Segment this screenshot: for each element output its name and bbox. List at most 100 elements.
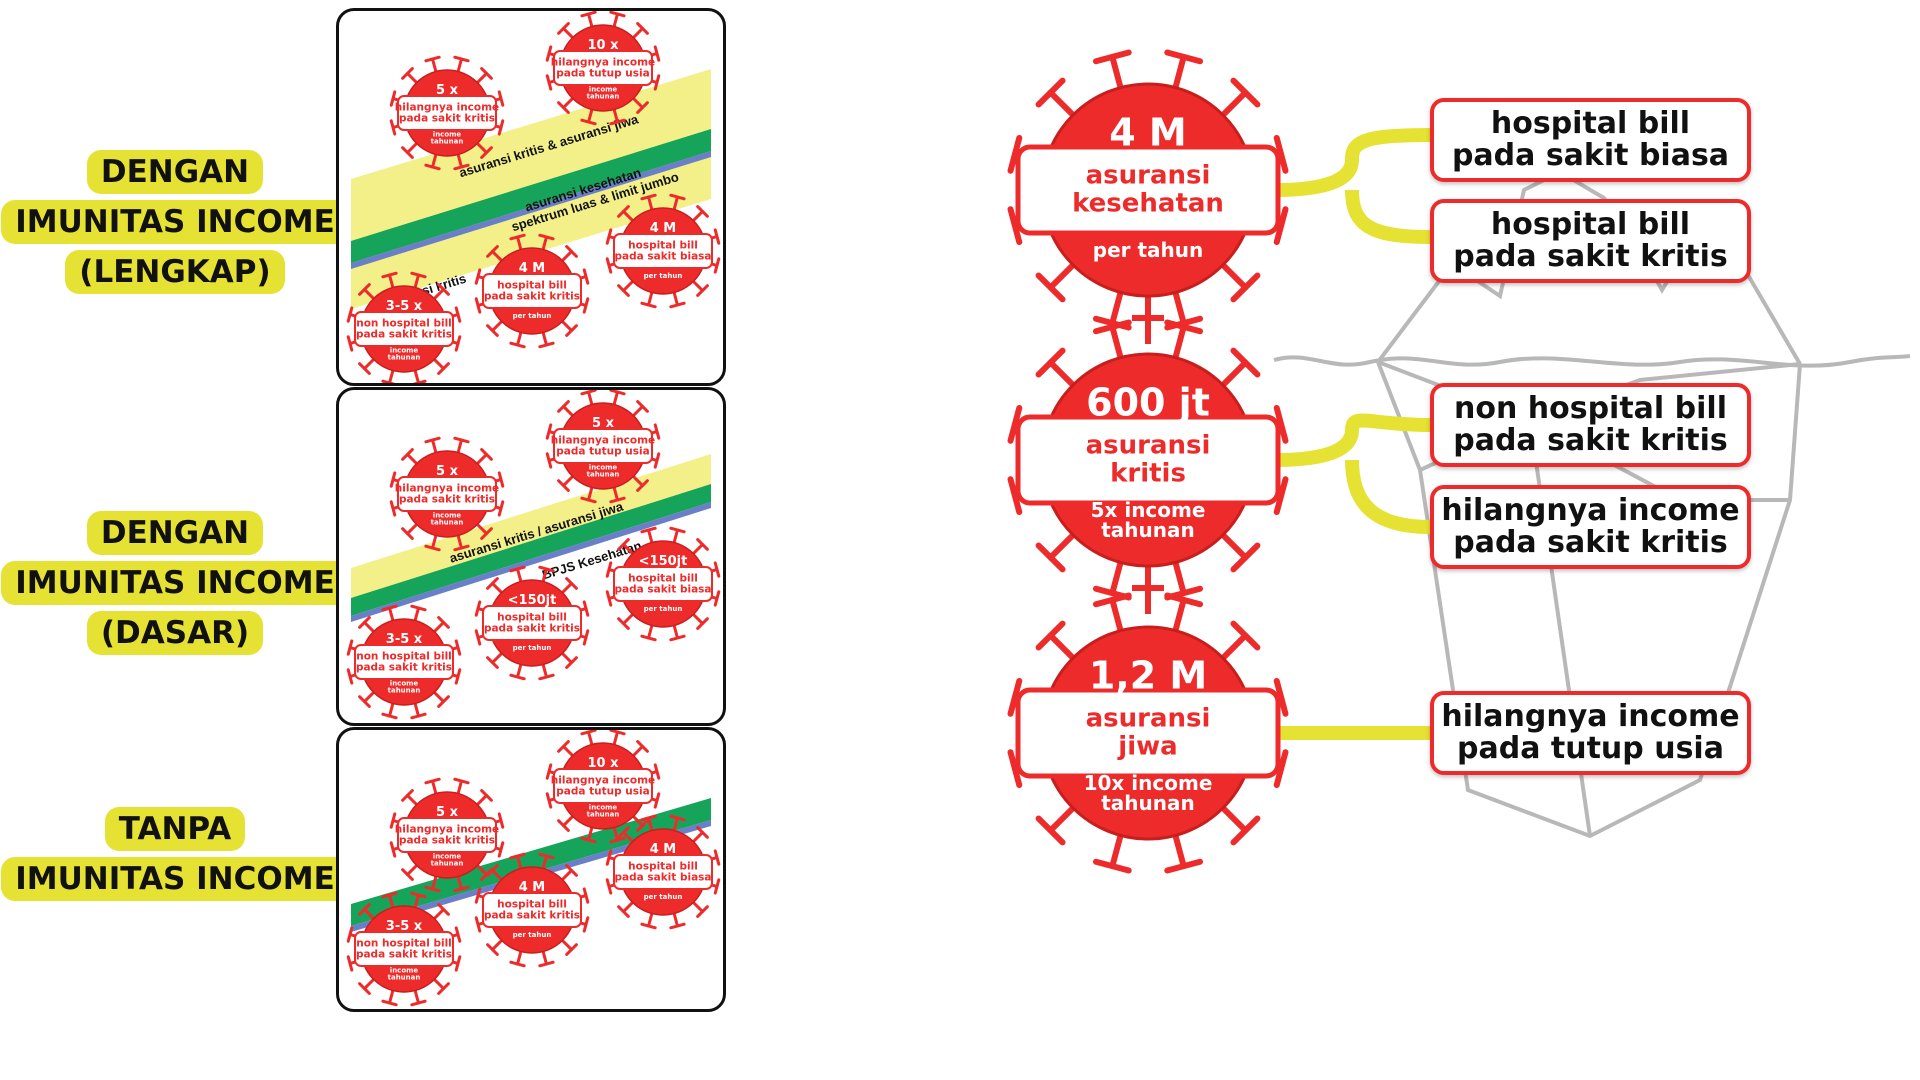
virus-desc: hilangnya income <box>551 774 655 786</box>
virus-spike-tip <box>453 885 470 893</box>
virus-spike-tip <box>545 45 553 62</box>
virus-spike-tip <box>1164 319 1204 335</box>
virus-spike-tip <box>474 629 482 646</box>
virus-unit: tahunan <box>388 353 421 361</box>
virus-value: 5 x <box>436 805 459 820</box>
virus-unit: per tahun <box>644 893 683 901</box>
virus-spike-tip <box>545 423 553 440</box>
virus-desc: non hospital bill <box>356 317 452 329</box>
virus-spike-tip <box>437 362 450 375</box>
virus-spike-tip <box>1092 858 1132 874</box>
virus-spike-tip <box>636 400 649 413</box>
virus-spike-tip <box>1007 404 1023 444</box>
virus-spike-tip <box>582 887 590 904</box>
green-band <box>351 798 711 926</box>
virus-spike-tip <box>669 301 686 309</box>
virus-spike-tip <box>509 233 526 241</box>
virus-spike-tip <box>617 617 630 630</box>
virus-unit: tahunan <box>431 859 464 867</box>
box-line: pada sakit kritis <box>1453 423 1728 458</box>
virus-spike-tip <box>605 228 613 245</box>
virus-spike-tip <box>497 812 505 829</box>
virus-desc: hospital bill <box>628 860 698 872</box>
virus-label-box <box>482 605 582 641</box>
virus-spike-tip <box>424 544 441 552</box>
virus-spike-tip <box>713 590 721 607</box>
virus-spike-tip <box>713 257 721 274</box>
blue-band <box>351 502 711 622</box>
virus-spike-tip <box>713 849 721 866</box>
virus-spike-tip <box>401 527 414 540</box>
virus-spike-tip <box>358 982 371 995</box>
virus-unit: income <box>589 803 618 811</box>
virus-spike-tip <box>545 763 553 780</box>
virus-spike-tip <box>358 695 371 708</box>
virus-desc: pada sakit kritis <box>399 494 495 506</box>
virus-spike-tip <box>557 400 570 413</box>
virus-desc: pada sakit kritis <box>356 329 452 341</box>
virus-desc: pada sakit kritis <box>356 949 452 961</box>
virus-spike-tip <box>1007 134 1023 174</box>
virus-spike-tip <box>636 479 649 492</box>
virus-spike-tip <box>696 826 709 839</box>
virus-spike-tip <box>609 496 626 504</box>
virus-spike-tip <box>669 922 686 930</box>
virus-spike-tip <box>453 777 470 785</box>
virus-spike-tip <box>713 561 721 578</box>
box-line: pada sakit kritis <box>1453 525 1728 560</box>
virus-spike-tip <box>580 730 597 736</box>
virus-spike-tip <box>346 306 354 323</box>
virus-unit: income <box>589 85 618 93</box>
virus-spike-tip <box>486 324 499 337</box>
virus-spike-tip <box>1035 815 1066 846</box>
virus-spike-tip <box>636 22 649 35</box>
virus-spike-tip <box>1007 749 1023 789</box>
virus-spike-tip <box>653 45 661 62</box>
virus-spike-tip <box>401 448 414 461</box>
virus-spike-tip <box>1007 206 1023 246</box>
virus-spike-tip <box>1273 404 1289 444</box>
virus-spike-tip <box>580 118 597 126</box>
label-line: IMUNITAS INCOME <box>1 200 349 244</box>
virus-unit: tahunan <box>587 470 620 478</box>
virus-spike-tip <box>582 600 590 617</box>
virus-spike-tip <box>636 819 649 832</box>
virus-label-box <box>354 644 454 680</box>
virus-value: 5 x <box>592 416 615 431</box>
virus-desc: hospital bill <box>497 279 567 291</box>
virus-spike-tip <box>486 245 499 258</box>
virus-spike-tip <box>580 836 597 844</box>
virus-spike-tip <box>424 777 441 785</box>
virus-spike-tip <box>346 335 354 352</box>
virus-spike-tip <box>346 639 354 656</box>
box-line: non hospital bill <box>1453 391 1727 426</box>
virus-value: 5 x <box>436 464 459 479</box>
box-line: pada tutup usia <box>1457 731 1724 766</box>
virus-spike-tip <box>565 245 578 258</box>
virus-label-box <box>553 768 653 804</box>
virus-spike-tip <box>389 841 397 858</box>
virus-desc: pada tutup usia <box>556 446 649 458</box>
virus-spike-tip <box>1230 542 1261 573</box>
panel-dasar: asuransi kritis / asuransi jiwa BPJS Kes… <box>336 387 726 726</box>
virus-spike-tip <box>1092 319 1132 335</box>
virus-spike-tip <box>474 916 482 933</box>
virus-spike-tip <box>509 852 526 860</box>
virus-spike-tip <box>580 496 597 504</box>
virus-spike-tip <box>1035 347 1066 378</box>
virus-spike-tip <box>381 999 398 1007</box>
virus-desc: hospital bill <box>497 611 567 623</box>
label-line: (LENGKAP) <box>65 250 285 294</box>
virus-spike-tip <box>474 268 482 285</box>
virus-spike-tip <box>474 600 482 617</box>
virus-spike-tip <box>437 982 450 995</box>
virus-spike-tip <box>509 673 526 681</box>
